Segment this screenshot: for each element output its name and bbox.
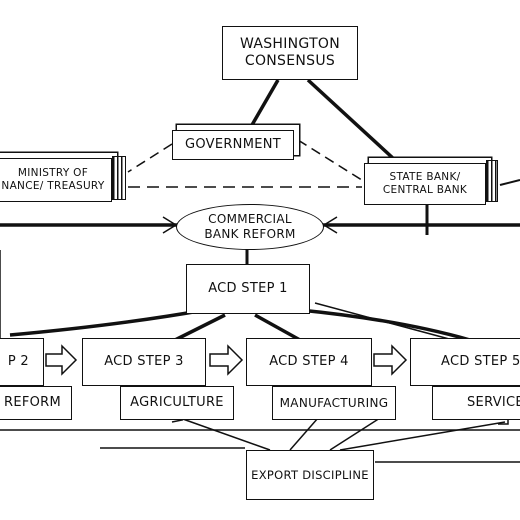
services-box: SERVICE xyxy=(432,386,520,420)
link-washington-government xyxy=(250,79,280,126)
acd-step-1-box: ACD STEP 1 xyxy=(186,264,310,314)
acd-step-5-box: ACD STEP 5 xyxy=(410,338,520,386)
acd-step-5-label: ACD STEP 5 xyxy=(441,353,520,369)
arrowhead-right xyxy=(322,216,338,234)
link-step1-step3 xyxy=(174,313,226,342)
commercial-bank-reform-ellipse: COMMERCIAL BANK REFORM xyxy=(176,204,324,250)
acd-step-2-label: P 2 xyxy=(7,353,29,369)
arrow-step2-step3 xyxy=(45,344,78,376)
link-export-agriculture xyxy=(179,417,271,451)
services-label: SERVICE xyxy=(467,394,520,410)
acd-step-4-label: ACD STEP 4 xyxy=(269,353,349,369)
link-washington-statebank xyxy=(306,78,397,162)
ministry-side-stripes xyxy=(112,156,126,200)
link-statebank-right xyxy=(499,179,520,186)
acd-step-1-label: ACD STEP 1 xyxy=(208,280,288,296)
state-bank-box: STATE BANK/ CENTRAL BANK xyxy=(364,163,486,205)
agriculture-label: AGRICULTURE xyxy=(130,394,224,410)
ministry-label: MINISTRY OF NANCE/ TREASURY xyxy=(1,166,105,192)
dash-government-statebank xyxy=(297,139,366,183)
state-bank-side-stripes xyxy=(486,160,498,202)
ministry-box: MINISTRY OF NANCE/ TREASURY xyxy=(0,158,112,202)
export-discipline-label: EXPORT DISCIPLINE xyxy=(251,467,369,482)
link-step1-step2 xyxy=(9,308,206,337)
commercial-bank-reform-label: COMMERCIAL BANK REFORM xyxy=(204,212,296,241)
agriculture-box: AGRICULTURE xyxy=(120,386,234,420)
acd-step-3-box: ACD STEP 3 xyxy=(82,338,206,386)
reform-box: REFORM xyxy=(0,386,72,420)
link-step1-step5 xyxy=(299,308,471,342)
dash-government-ministry xyxy=(127,143,173,173)
manufacturing-label: MANUFACTURING xyxy=(279,395,389,410)
acd-step-2-box: P 2 xyxy=(0,338,44,386)
link-export-far xyxy=(339,421,506,451)
link-export-services xyxy=(329,417,381,451)
manufacturing-box: MANUFACTURING xyxy=(272,386,396,420)
state-bank-label: STATE BANK/ CENTRAL BANK xyxy=(382,170,468,196)
link-step1-step4 xyxy=(254,313,301,342)
washington-consensus-label: WASHINGTON CONSENSUS xyxy=(239,35,341,70)
arrow-step4-step5 xyxy=(373,344,408,376)
government-label: GOVERNMENT xyxy=(184,136,282,152)
export-discipline-box: EXPORT DISCIPLINE xyxy=(246,450,374,500)
government-box: GOVERNMENT xyxy=(172,130,294,160)
acd-step-4-box: ACD STEP 4 xyxy=(246,338,372,386)
reform-label: REFORM xyxy=(3,394,61,410)
acd-step-3-label: ACD STEP 3 xyxy=(104,353,184,369)
washington-consensus-box: WASHINGTON CONSENSUS xyxy=(222,26,358,80)
arrow-step3-step4 xyxy=(209,344,244,376)
